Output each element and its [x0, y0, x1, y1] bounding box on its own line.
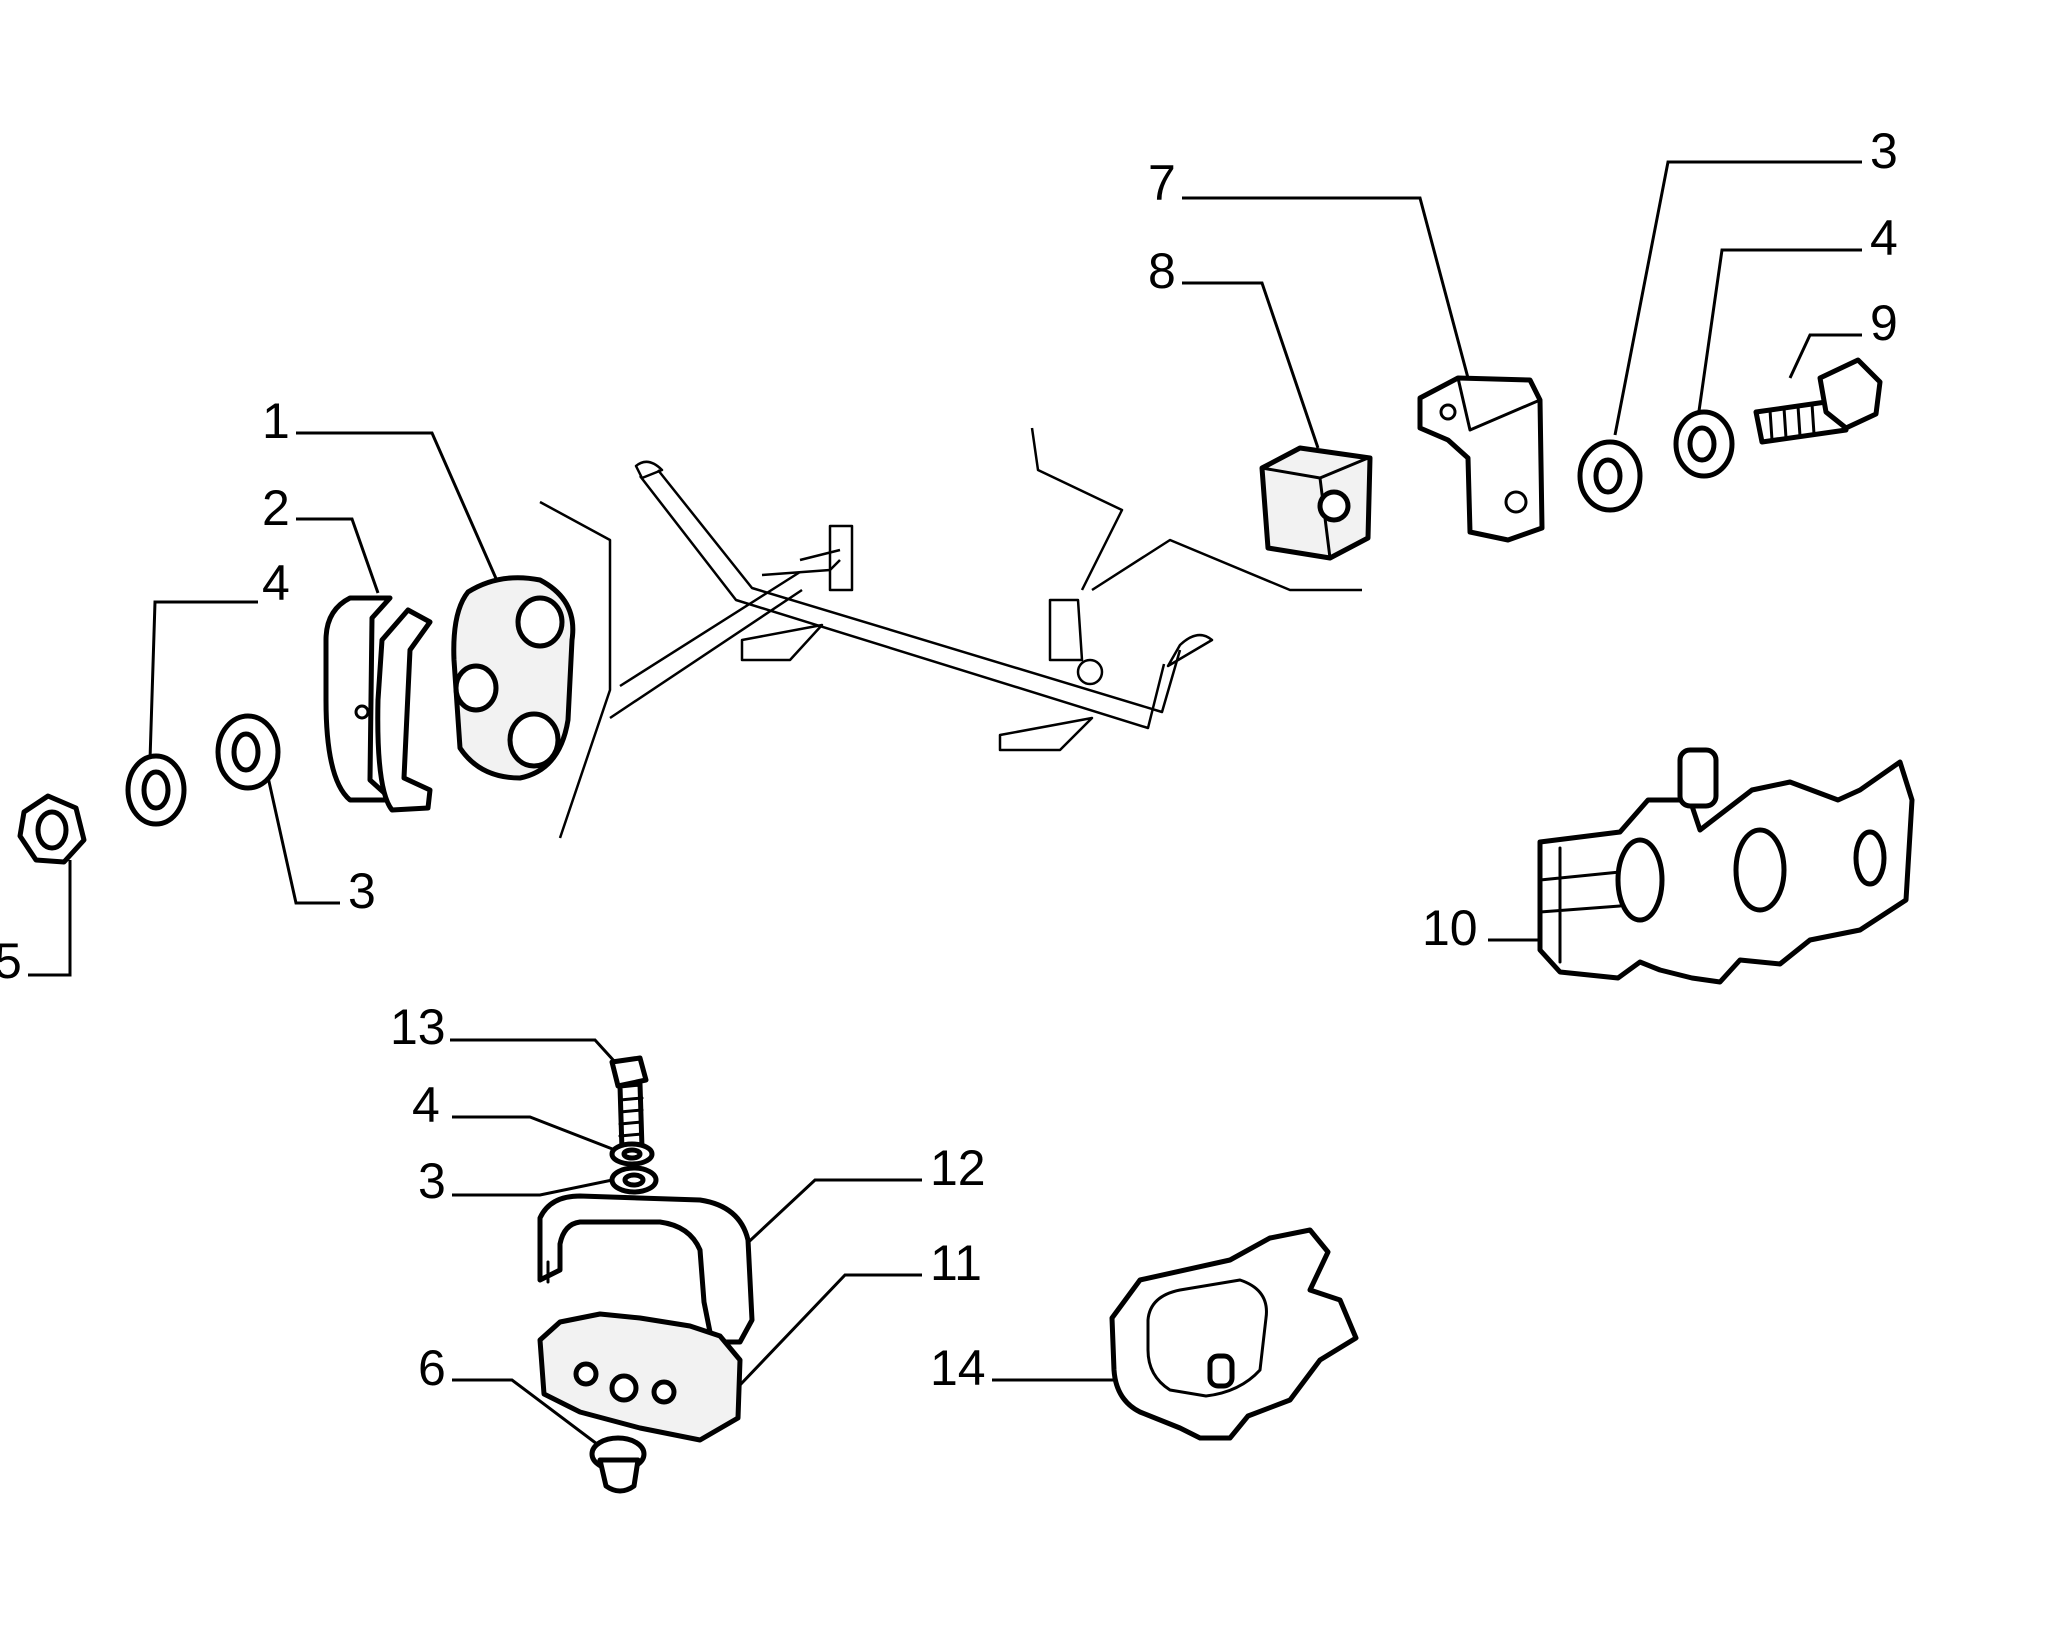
leader-8 [1182, 281, 1320, 449]
part-14-cover-housing [1109, 1227, 1359, 1441]
leader-13 [450, 1038, 617, 1064]
part-3-washer-bottom [609, 1165, 659, 1195]
callout-label-7: 7 [1148, 155, 1176, 211]
part-4-washer-left [125, 753, 187, 827]
callout-label-10: 10 [1422, 900, 1478, 956]
part-3-washer-right [1577, 439, 1643, 513]
leader-4-bottom [452, 1115, 616, 1152]
leader-6 [452, 1378, 606, 1452]
leader-9 [1788, 333, 1862, 379]
callout-label-8: 8 [1148, 243, 1176, 299]
callout-label-5: 5 [0, 933, 22, 989]
part-13-bolt [609, 1055, 649, 1153]
callout-label-2: 2 [262, 480, 290, 536]
leader-4-left [148, 600, 258, 761]
leader-1 [296, 431, 500, 584]
part-1-clamp-bushing [451, 575, 576, 781]
part-7-angle-bracket [1417, 375, 1545, 543]
part-3-washer-left [215, 713, 281, 791]
part-10-multi-clip-holder [1537, 747, 1915, 985]
leader-5 [28, 860, 72, 977]
part-12-strap-cover [537, 1193, 755, 1345]
part-4-washer-right [1673, 409, 1735, 479]
callout-label-3-right: 3 [1870, 123, 1898, 179]
part-2-bracket-shell [323, 595, 433, 813]
callout-label-3-left: 3 [348, 863, 376, 919]
callout-label-14: 14 [930, 1340, 986, 1396]
callout-label-4-left: 4 [262, 555, 290, 611]
part-11-clip-base [537, 1311, 743, 1443]
part-4-washer-bottom [609, 1141, 655, 1167]
callout-label-12: 12 [930, 1140, 986, 1196]
tube-frame-assembly [539, 427, 1362, 839]
callout-label-1: 1 [262, 393, 290, 449]
leader-7 [1182, 196, 1470, 379]
callout-label-11: 11 [930, 1235, 982, 1291]
leader-12 [738, 1178, 922, 1252]
callout-label-4-bottom: 4 [412, 1077, 440, 1133]
part-8-rubber-block [1259, 445, 1373, 561]
part-9-bolt [1753, 357, 1883, 445]
leader-3-bottom [452, 1176, 623, 1197]
leader-3-right [1613, 160, 1862, 436]
callout-label-4-right: 4 [1870, 210, 1898, 266]
callout-label-3-bottom: 3 [418, 1153, 446, 1209]
part-6-plug [589, 1435, 647, 1494]
callout-label-13: 13 [390, 999, 446, 1055]
callout-label-6: 6 [418, 1340, 446, 1396]
leader-2 [296, 517, 380, 594]
leader-4-right [1696, 248, 1862, 419]
leader-lines [28, 160, 1862, 1452]
part-5-nut [17, 793, 87, 865]
leader-11 [738, 1273, 922, 1387]
callout-label-9: 9 [1870, 295, 1898, 351]
leader-3-left [260, 749, 340, 905]
